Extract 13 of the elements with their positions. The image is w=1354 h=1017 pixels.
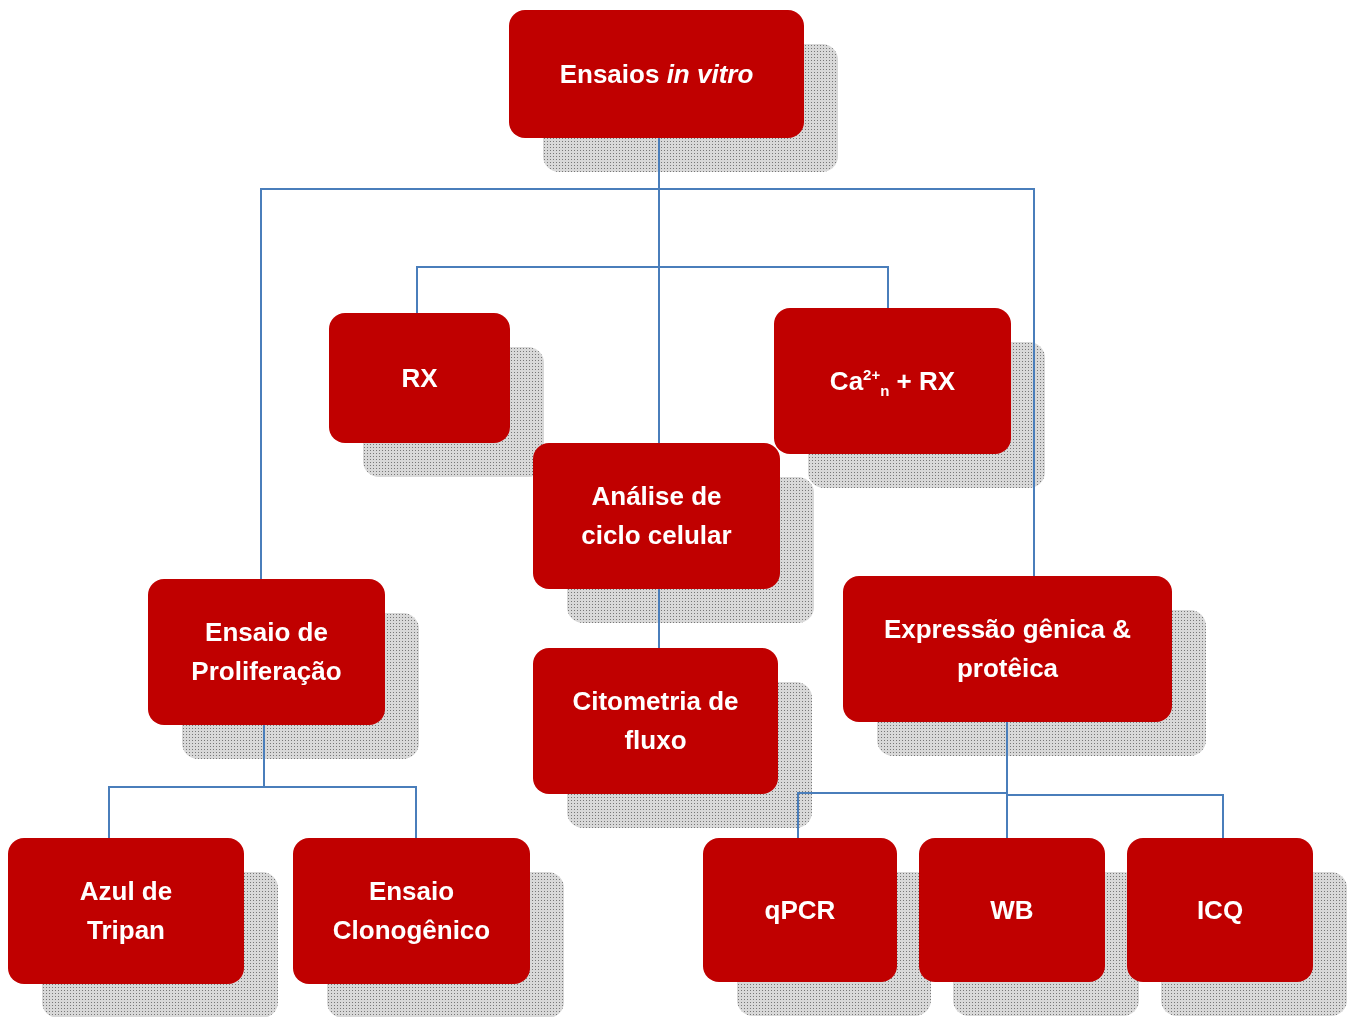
- process-box: Ensaio de Proliferação: [148, 579, 385, 725]
- process-box: Análise de ciclo celular: [533, 443, 780, 589]
- process-box: Citometria de fluxo: [533, 648, 778, 794]
- process-box: RX: [329, 313, 510, 443]
- process-box: Ensaio Clonogênico: [293, 838, 530, 984]
- process-box: WB: [919, 838, 1105, 982]
- process-box: ICQ: [1127, 838, 1313, 982]
- process-box: Ensaios in vitro: [509, 10, 804, 138]
- connector-line: [658, 588, 660, 649]
- process-box: Azul de Tripan: [8, 838, 244, 984]
- process-box: qPCR: [703, 838, 897, 982]
- process-box: Ca$^{2+}$$_{n}$ + RX: [774, 308, 1011, 454]
- process-box: Expressão gênica & protêica: [843, 576, 1172, 722]
